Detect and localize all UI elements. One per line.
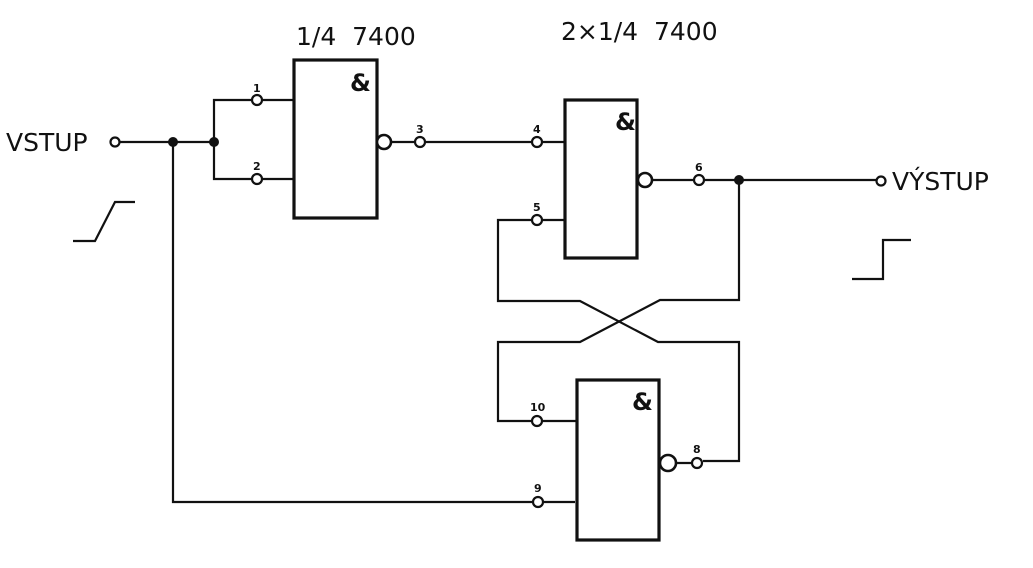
pin2-number: 2 [253, 160, 261, 173]
nand-gate-2 [563, 98, 639, 260]
pin6-terminal [692, 173, 706, 187]
pin10-number: 10 [530, 401, 546, 414]
pin1-number: 1 [253, 82, 261, 95]
and-symbol: & [615, 108, 636, 136]
pin9-number: 9 [534, 482, 542, 495]
pin2-terminal [250, 172, 264, 186]
pin8-number: 8 [693, 443, 701, 456]
nand-gate-3 [575, 378, 661, 542]
and-symbol: & [632, 388, 653, 416]
output-label: VÝSTUP [892, 167, 989, 196]
pin5-terminal [530, 213, 544, 227]
pin5-number: 5 [533, 201, 541, 214]
inversion-bubble [375, 133, 393, 151]
pin3-terminal [413, 135, 427, 149]
pin1-terminal [250, 93, 264, 107]
pin9-terminal [531, 495, 545, 509]
pin10-terminal [530, 414, 544, 428]
gate23-title: 2×1/4 7400 [561, 17, 718, 46]
pin3-number: 3 [416, 123, 424, 136]
wire-to-pin9 [171, 142, 532, 504]
junction-dot [209, 137, 219, 147]
wire-pin6-to-pin10 [496, 180, 741, 423]
inversion-bubble [658, 453, 678, 473]
input-waveform-icon [73, 200, 135, 243]
input-label: VSTUP [6, 128, 88, 157]
nand-gate-1 [292, 58, 379, 220]
output-waveform-icon [852, 238, 911, 281]
and-symbol: & [350, 69, 371, 97]
wire-to-pin2 [212, 142, 252, 181]
pin8-terminal [690, 456, 704, 470]
pin6-number: 6 [695, 161, 703, 174]
junction-dot [168, 137, 178, 147]
pin4-terminal [530, 135, 544, 149]
pin4-number: 4 [533, 123, 541, 136]
gate1-title: 1/4 7400 [296, 22, 416, 51]
input-terminal [109, 136, 121, 148]
inversion-bubble [636, 171, 654, 189]
wire-to-pin1 [212, 98, 252, 142]
output-terminal [875, 175, 887, 187]
